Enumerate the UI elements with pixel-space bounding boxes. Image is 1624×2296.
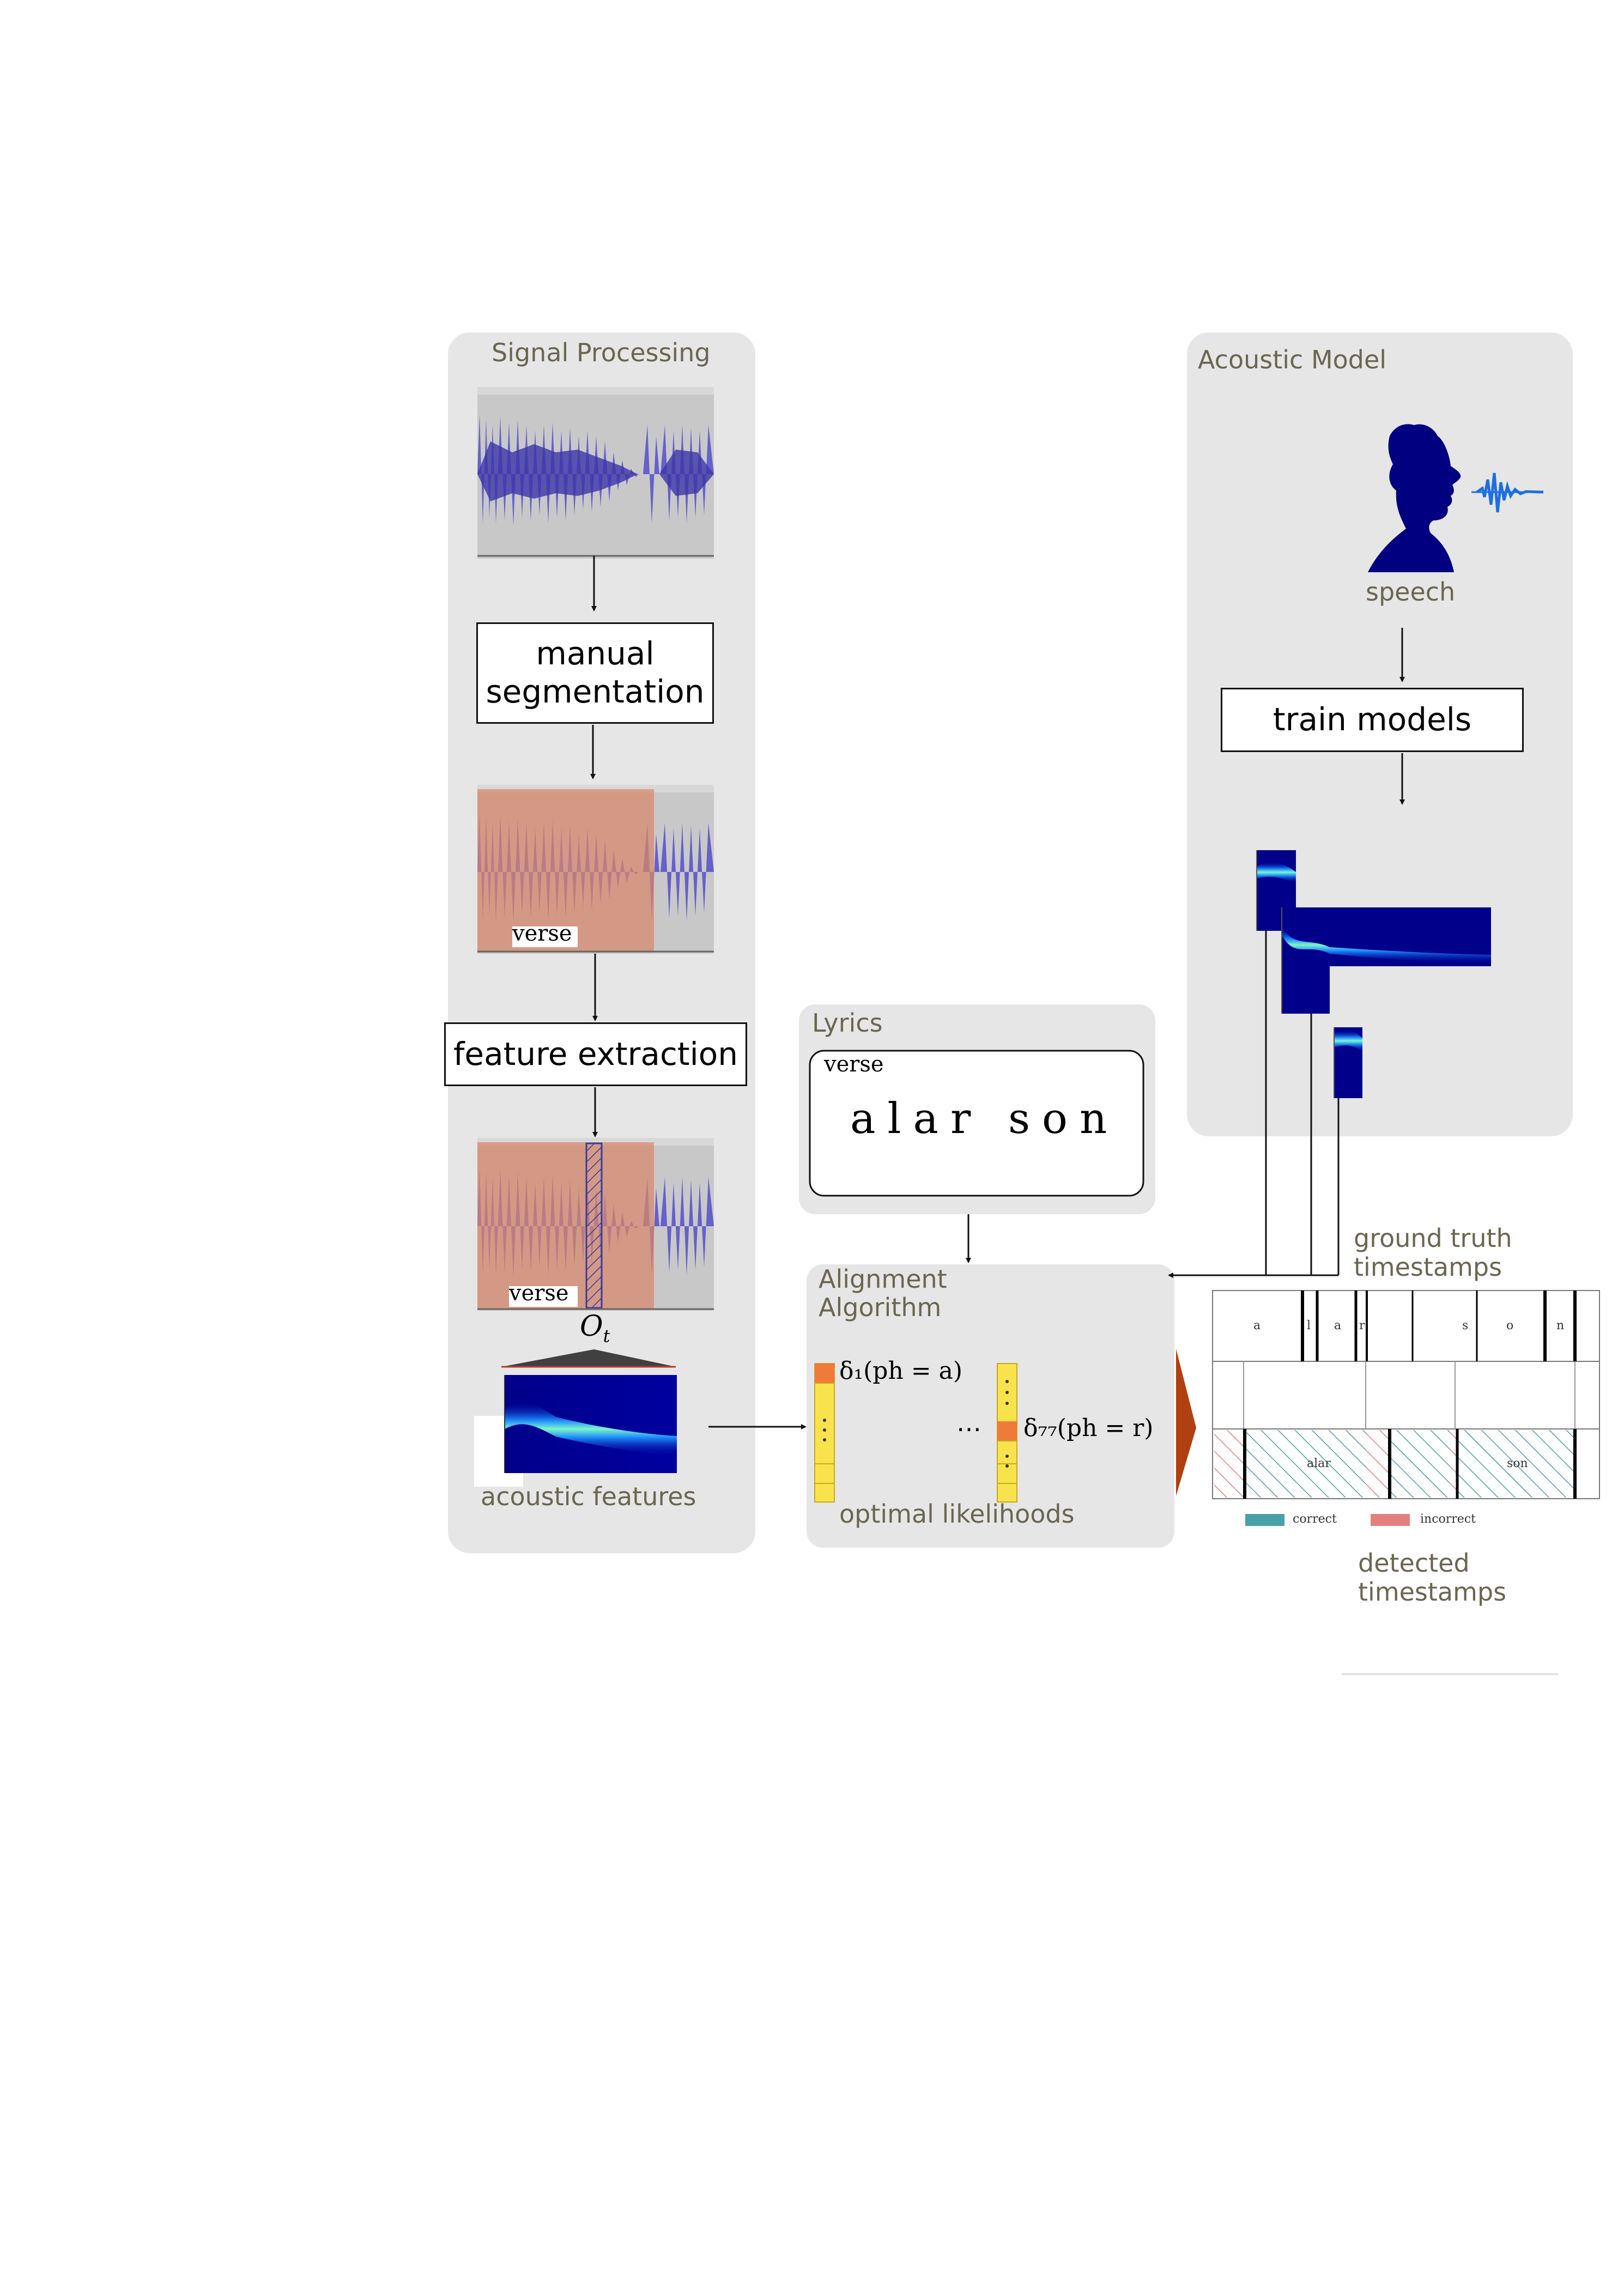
signal-processing-title: Signal Processing xyxy=(492,338,711,367)
optimal-likelihoods-caption: optimal likelihoods xyxy=(839,1499,1075,1529)
legend-correct-label: correct xyxy=(1293,1512,1337,1526)
acoustic-features-caption: acoustic features xyxy=(481,1482,696,1511)
feature-extraction-step: feature extraction xyxy=(444,1022,747,1086)
ground-truth-label: ground truth timestamps xyxy=(1354,1223,1512,1282)
segment-label-verse-2: verse xyxy=(509,1281,569,1306)
waveform-frame xyxy=(477,1138,714,1311)
trained-model-2 xyxy=(1281,907,1491,1014)
phoneme-label: s xyxy=(1462,1319,1469,1332)
phoneme-label: n xyxy=(1556,1319,1565,1332)
phoneme-label: o xyxy=(1506,1319,1514,1332)
alignment-title: Alignment Algorithm xyxy=(819,1264,947,1322)
waveform-segmented xyxy=(477,785,714,954)
speech-caption: speech xyxy=(1366,577,1456,607)
manual-segmentation-step: manual segmentation xyxy=(476,622,714,724)
lyrics-title: Lyrics xyxy=(812,1008,883,1038)
first-likelihood-label: δ₁(ph = a) xyxy=(839,1357,963,1385)
phoneme-label: l xyxy=(1307,1319,1311,1332)
train-models-step: train models xyxy=(1221,688,1524,752)
waveform-raw xyxy=(477,387,714,559)
lyrics-text: alar son xyxy=(850,1094,1119,1143)
likelihood-column-first xyxy=(814,1363,835,1503)
phoneme-label: a xyxy=(1253,1319,1261,1332)
phoneme-label: r xyxy=(1359,1319,1365,1332)
likelihood-ellipsis: ⋯ xyxy=(956,1414,981,1444)
word-label: alar xyxy=(1307,1457,1331,1470)
acoustic-features-spectrogram xyxy=(474,1375,677,1487)
alignment-panel xyxy=(807,1264,1174,1548)
acoustic-model-title: Acoustic Model xyxy=(1198,345,1387,374)
legend-incorrect-swatch xyxy=(1371,1514,1410,1526)
trained-model-3 xyxy=(1334,1027,1362,1098)
word-label: son xyxy=(1507,1457,1528,1470)
last-likelihood-label: δ₇₇(ph = r) xyxy=(1023,1414,1154,1442)
observation-label: Ot xyxy=(580,1310,610,1347)
legend-incorrect-label: incorrect xyxy=(1420,1512,1476,1526)
speaker-head-icon xyxy=(1368,424,1544,572)
output-arrow xyxy=(1176,1349,1196,1496)
segment-label-verse-1: verse xyxy=(512,921,572,946)
likelihood-column-last xyxy=(997,1363,1017,1503)
detected-timestamps-label: detected timestamps xyxy=(1358,1548,1507,1607)
legend-correct-swatch xyxy=(1245,1514,1284,1526)
lyrics-section-label: verse xyxy=(824,1052,884,1077)
timestamps-table xyxy=(1212,1290,1600,1526)
frame-expansion-fan xyxy=(501,1349,676,1367)
phoneme-label: a xyxy=(1334,1319,1342,1332)
lyrics-box xyxy=(809,1050,1144,1197)
flow-arrows xyxy=(590,556,1405,1429)
